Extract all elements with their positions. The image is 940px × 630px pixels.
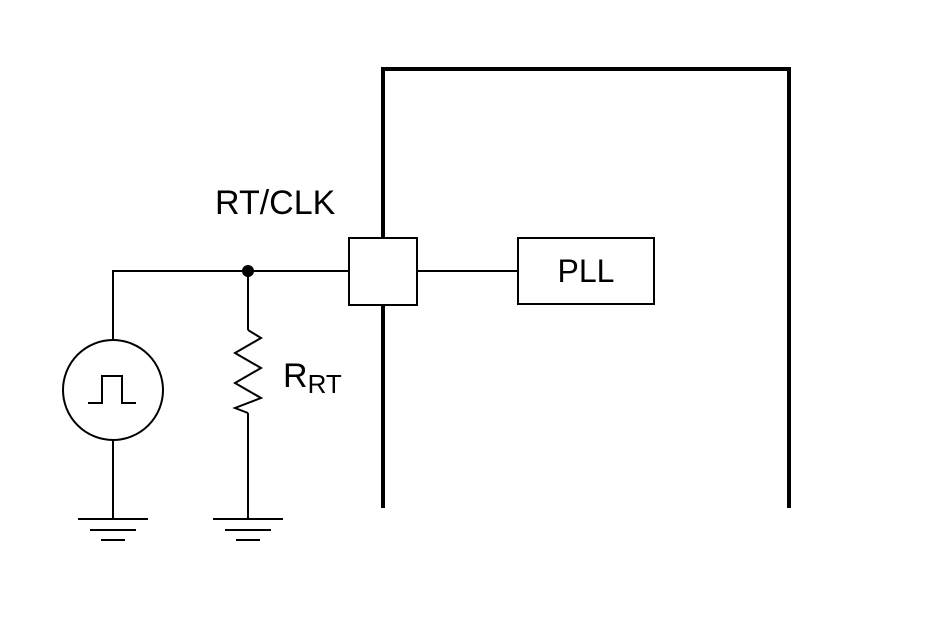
resistor-rrt	[232, 271, 264, 518]
clock-source	[62, 339, 164, 518]
input-wire	[112, 270, 349, 340]
rt-clk-pin	[348, 237, 418, 306]
square-pulse-icon	[88, 375, 136, 404]
pll-block	[517, 237, 655, 305]
ground-icon	[78, 518, 148, 541]
ground-icon	[213, 518, 283, 541]
pll-label: PLL	[558, 253, 615, 289]
pin-label: RT/CLK	[215, 184, 336, 222]
resistor-label: RRT	[283, 357, 342, 399]
